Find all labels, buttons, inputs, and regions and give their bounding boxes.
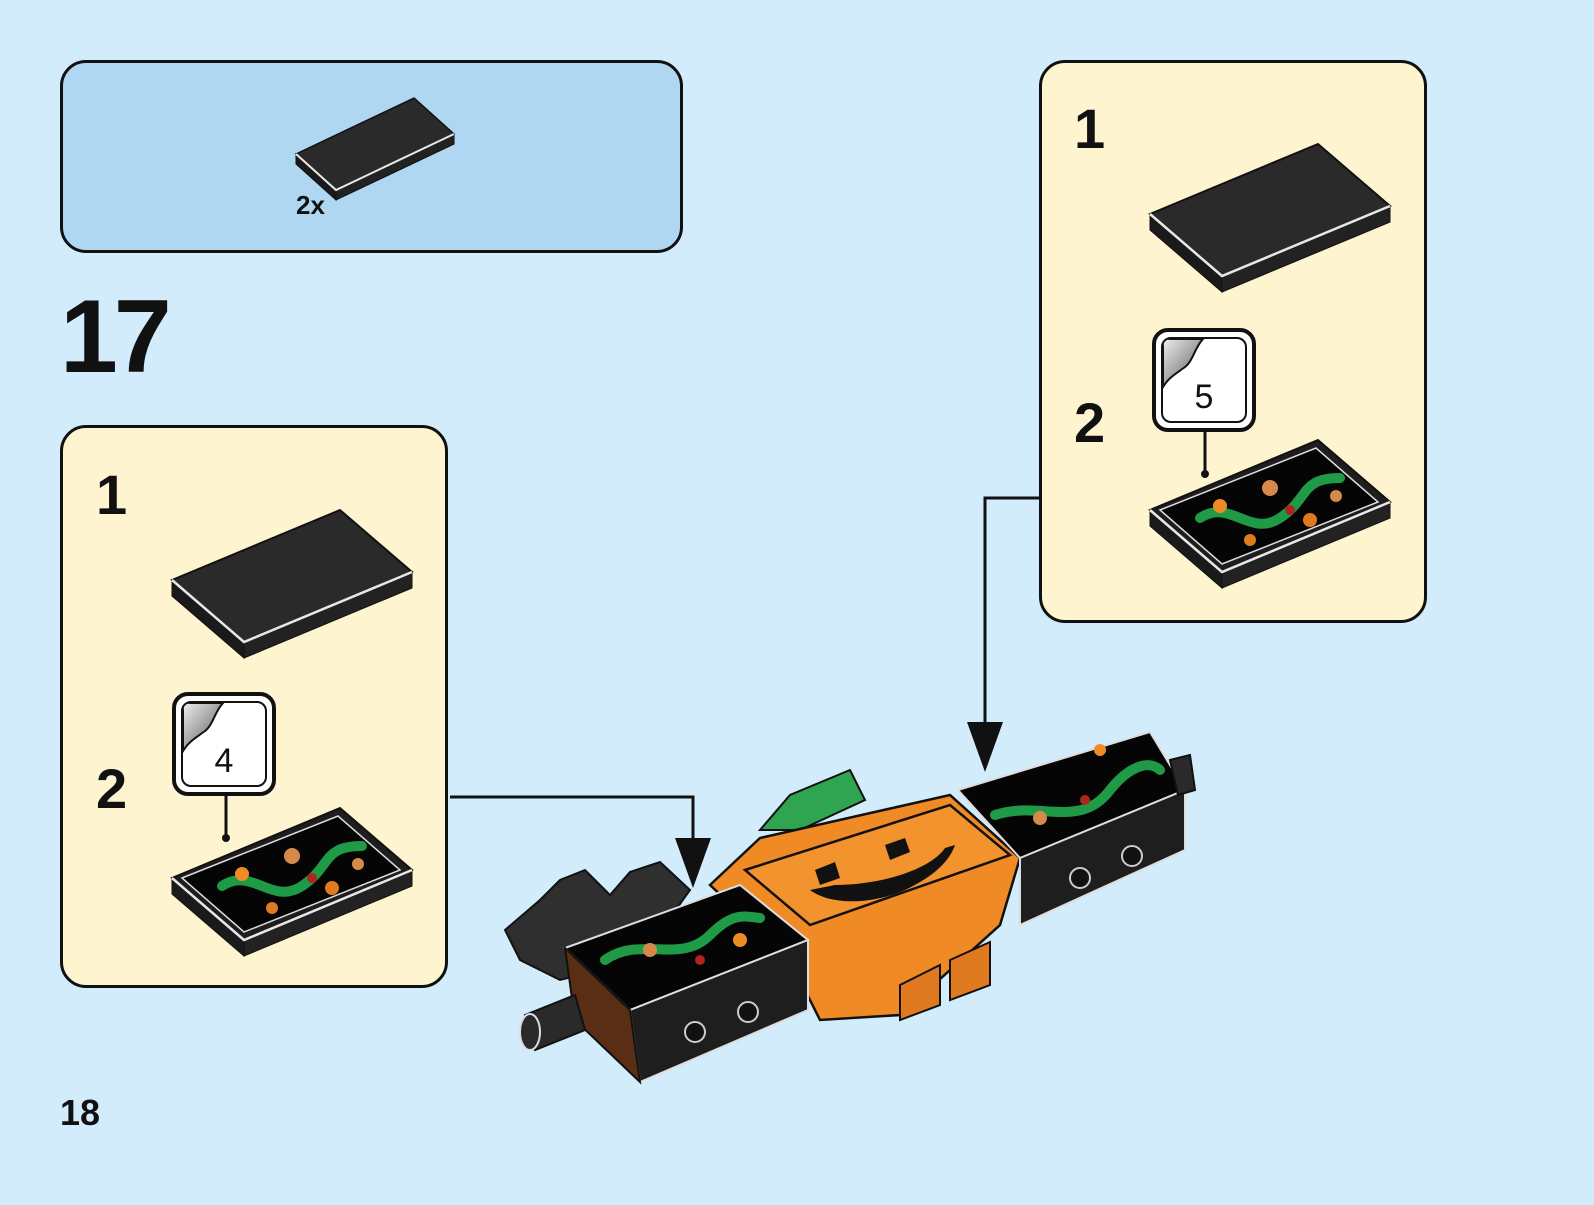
black-tile-icon	[295, 97, 455, 201]
sticker-icon: 4	[181, 701, 267, 787]
sticker-icon: 5	[1161, 337, 1247, 423]
part-quantity: 2x	[296, 190, 325, 220]
sub-step-number: 2	[96, 757, 128, 820]
sticker-number: 5	[1194, 378, 1214, 416]
pumpkin-model-icon	[503, 730, 1197, 1085]
arrow-left-head	[675, 838, 711, 888]
step-number: 17	[60, 279, 172, 395]
page-number: 18	[60, 1092, 101, 1133]
arrow-left-line	[450, 795, 695, 850]
decorated-tile-icon	[172, 808, 412, 956]
arrow-right-head	[967, 722, 1003, 772]
sticker-leader-dot	[222, 834, 230, 842]
arrow-right-line	[983, 496, 1039, 738]
sticker-leader-dot	[1201, 470, 1209, 478]
decorated-tile-icon	[1150, 440, 1390, 588]
sticker-number: 4	[214, 742, 234, 780]
sticker-callout: 5	[1152, 328, 1256, 432]
sub-step-number: 2	[1074, 391, 1106, 454]
black-tile-icon	[1148, 142, 1392, 294]
sticker-callout: 4	[172, 692, 276, 796]
sub-step-number: 1	[1074, 97, 1106, 160]
black-tile-icon	[170, 508, 414, 660]
sub-step-number: 1	[96, 463, 128, 526]
